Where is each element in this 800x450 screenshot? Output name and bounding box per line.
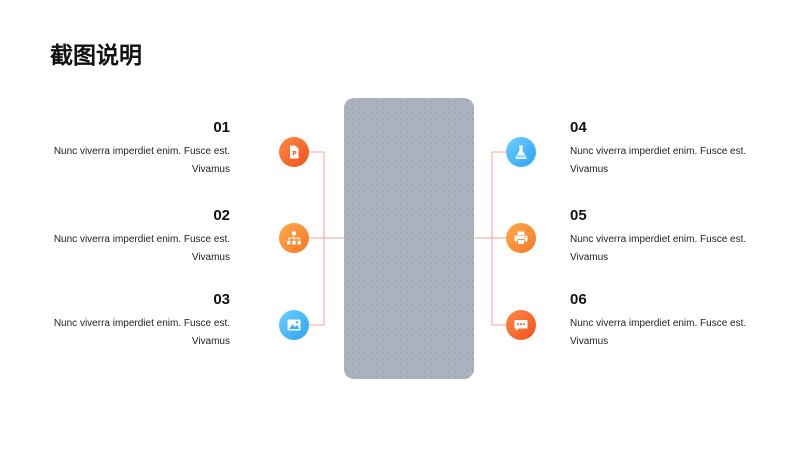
image-icon: [279, 310, 309, 340]
item-05: 05 Nunc viverra imperdiet enim. Fusce es…: [570, 207, 770, 267]
item-03: 03 Nunc viverra imperdiet enim. Fusce es…: [30, 291, 230, 351]
item-number: 03: [213, 291, 230, 308]
item-number: 05: [570, 207, 587, 224]
item-description: Nunc viverra imperdiet enim. Fusce est. …: [53, 318, 230, 347]
item-description: Nunc viverra imperdiet enim. Fusce est. …: [53, 234, 230, 263]
right-connector: [474, 151, 506, 326]
item-02: 02 Nunc viverra imperdiet enim. Fusce es…: [30, 207, 230, 267]
svg-text:P: P: [292, 151, 297, 158]
item-04: 04 Nunc viverra imperdiet enim. Fusce es…: [570, 119, 770, 179]
org-chart-icon: [279, 223, 309, 253]
item-description: Nunc viverra imperdiet enim. Fusce est. …: [570, 146, 747, 175]
left-connector: [309, 151, 344, 326]
flask-icon: [506, 137, 536, 167]
chat-icon: [506, 310, 536, 340]
printer-icon: [506, 223, 536, 253]
item-number: 01: [213, 119, 230, 136]
item-number: 04: [570, 119, 587, 136]
item-description: Nunc viverra imperdiet enim. Fusce est. …: [53, 146, 230, 175]
item-number: 02: [213, 207, 230, 224]
item-description: Nunc viverra imperdiet enim. Fusce est. …: [570, 234, 747, 263]
page-title: 截图说明: [50, 43, 142, 69]
document-icon: P: [279, 137, 309, 167]
item-number: 06: [570, 291, 587, 308]
item-01: 01 Nunc viverra imperdiet enim. Fusce es…: [30, 119, 230, 179]
screenshot-placeholder: [344, 98, 474, 379]
item-description: Nunc viverra imperdiet enim. Fusce est. …: [570, 318, 747, 347]
item-06: 06 Nunc viverra imperdiet enim. Fusce es…: [570, 291, 770, 351]
